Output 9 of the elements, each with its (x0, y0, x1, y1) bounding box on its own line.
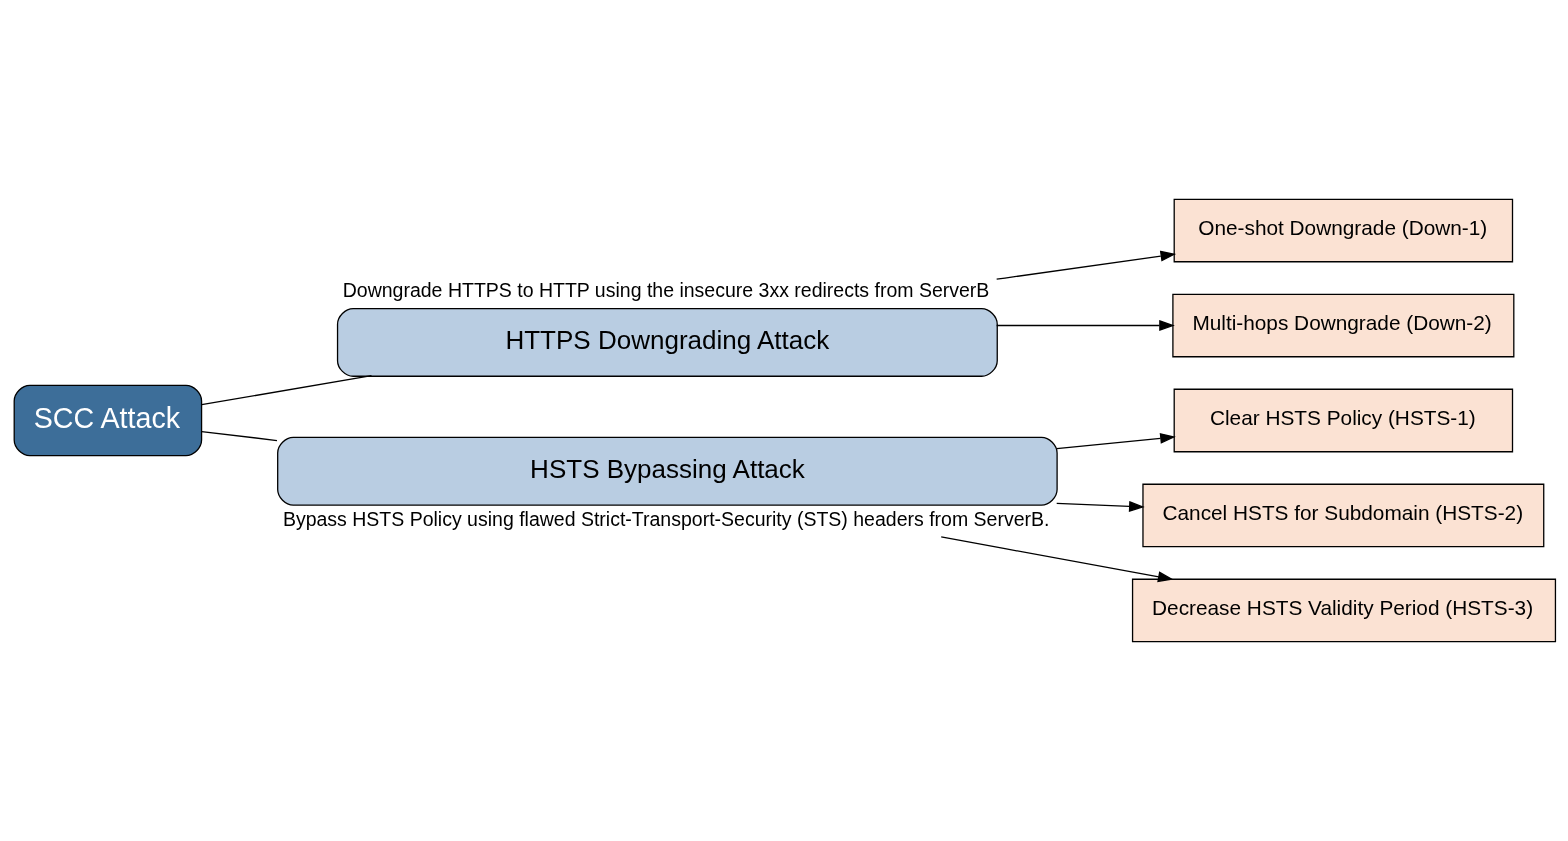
arrow (940, 536, 1174, 583)
arrow (1055, 432, 1176, 450)
connector (200, 430, 278, 442)
node-label: Bypass HSTS Policy using flawed Strict-Transport-Security (STS) headers from ServerB. (282, 507, 1049, 530)
arrow (995, 250, 1176, 280)
node-label: Downgrade HTTPS to HTTP using the insecure 3xx redirects from ServerB (342, 278, 989, 301)
arrow (995, 320, 1175, 331)
arrow (1055, 500, 1145, 512)
connector (200, 375, 372, 406)
